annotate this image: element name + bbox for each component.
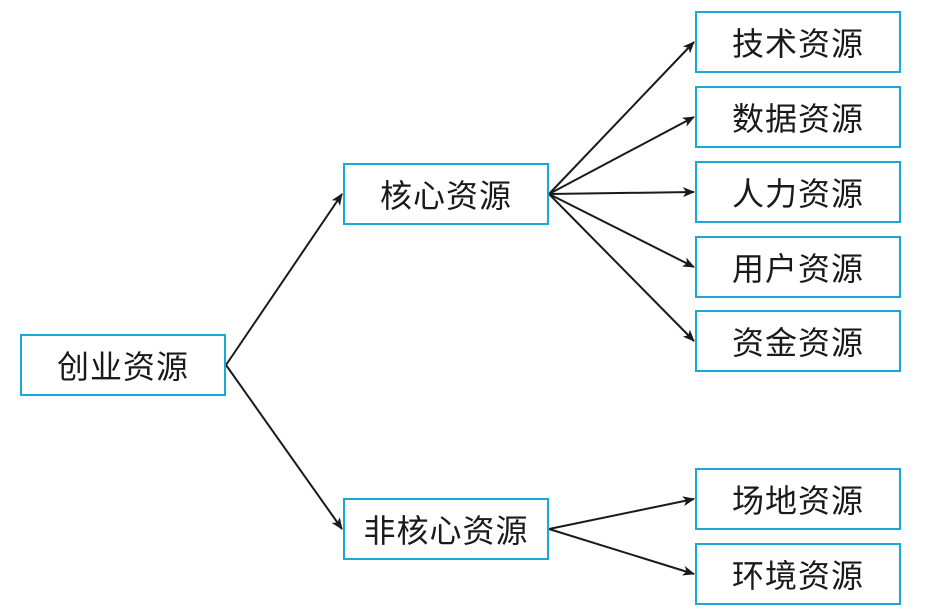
root-node-label: 创业资源: [56, 348, 189, 386]
capital-resources-node: 资金资源: [695, 310, 901, 372]
arrow-core-to-human: [548, 187, 695, 198]
arrow-noncore-to-venue: [548, 496, 695, 530]
arrow-core-to-user: [548, 193, 695, 268]
noncore-resources-label: 非核心资源: [363, 512, 529, 550]
noncore-resources-node: 非核心资源: [343, 498, 549, 560]
human-resources-label: 人力资源: [731, 175, 864, 213]
venue-resources-label: 场地资源: [731, 482, 864, 520]
user-resources-label: 用户资源: [731, 250, 864, 288]
arrow-core-to-capital: [548, 193, 695, 342]
arrow-root-to-noncore: [225, 364, 343, 530]
technology-resources-node: 技术资源: [695, 11, 901, 73]
human-resources-node: 人力资源: [695, 161, 901, 223]
core-resources-node: 核心资源: [343, 163, 549, 225]
arrow-noncore-to-env: [548, 528, 695, 576]
arrow-core-to-tech: [548, 41, 695, 195]
core-resources-label: 核心资源: [379, 177, 512, 215]
data-resources-label: 数据资源: [731, 100, 864, 138]
arrow-core-to-data: [548, 116, 695, 195]
arrow-root-to-core: [225, 193, 343, 366]
technology-resources-label: 技术资源: [731, 25, 864, 63]
environment-resources-label: 环境资源: [731, 557, 864, 595]
venue-resources-node: 场地资源: [695, 468, 901, 530]
root-node-startup-resources: 创业资源: [20, 334, 226, 396]
environment-resources-node: 环境资源: [695, 543, 901, 605]
data-resources-node: 数据资源: [695, 86, 901, 148]
capital-resources-label: 资金资源: [731, 324, 864, 362]
user-resources-node: 用户资源: [695, 236, 901, 298]
